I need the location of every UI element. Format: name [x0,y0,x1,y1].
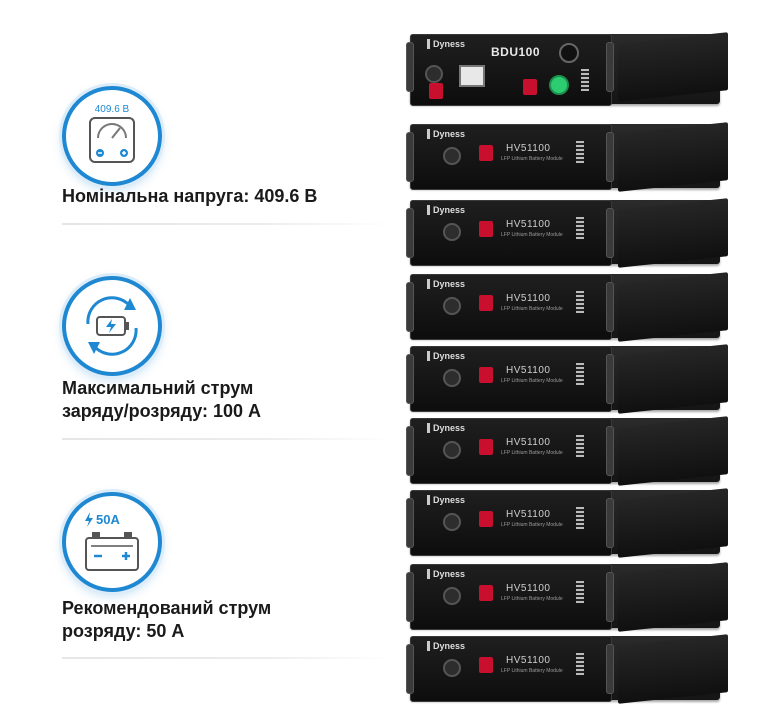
voltage-badge: 409.6 В [95,104,130,115]
recommended-current-text: Рекомендований струм розряду: 50 А [62,597,271,643]
battery-cycle-icon [62,276,162,376]
current-badge: 50A [96,512,120,527]
port-red [429,83,443,99]
voltage-line-1: Номінальна напруга: 409.6 В [62,186,318,206]
knob [559,43,579,63]
battery-module: Dyness HV51100 LFP Lithium Battery Modul… [406,272,728,342]
voltage-text: Номінальна напруга: 409.6 В [62,185,317,208]
battery-module: Dyness HV51100 LFP Lithium Battery Modul… [406,122,728,192]
max-current-line-2: заряду/розряду: 100 А [62,401,262,421]
battery-module: Dyness HV51100 LFP Lithium Battery Modul… [406,562,728,632]
divider [62,223,392,225]
max-current-line-1: Максимальний струм [62,378,254,398]
control-unit-label: BDU100 [491,45,541,59]
battery-module: Dyness HV51100 LFP Lithium Battery Modul… [406,344,728,414]
battery-module: Dyness HV51100 LFP Lithium Battery Modul… [406,488,728,558]
battery-module: Dyness HV51100 LFP Lithium Battery Modul… [406,634,728,704]
voltmeter-icon: 409.6 В [62,86,162,186]
divider [62,657,392,659]
control-unit: Dyness BDU100 [406,32,728,106]
battery-stack-image: Dyness BDU100 Dyness HV51100 LFP Lithium… [400,20,730,720]
display [459,65,485,87]
recommended-current-line-1: Рекомендований струм [62,598,272,618]
recommended-current-line-2: розряду: 50 А [62,621,185,641]
port-black [425,65,443,83]
led-strip [581,69,589,91]
brand-logo: Dyness [427,39,465,49]
battery-module: Dyness HV51100 LFP Lithium Battery Modul… [406,198,728,268]
port-red [523,79,537,95]
indicator-light [549,75,569,95]
max-current-text: Максимальний струм заряду/розряду: 100 А [62,377,261,423]
divider [62,438,392,440]
battery-module: Dyness HV51100 LFP Lithium Battery Modul… [406,416,728,486]
battery-current-icon: 50A [62,492,162,592]
